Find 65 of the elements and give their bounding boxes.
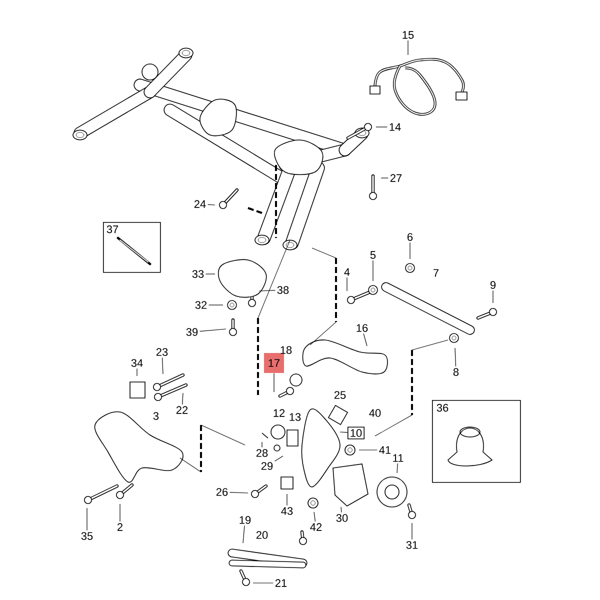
callout-number: 8 — [453, 368, 459, 376]
highlighted-callout: 17 — [264, 353, 284, 373]
leader-line — [346, 277, 348, 292]
leader-line — [372, 260, 374, 282]
callout-number: 3 — [153, 412, 159, 420]
leader-line — [314, 512, 316, 522]
leader-line — [340, 506, 342, 513]
callout-number: 22 — [176, 406, 188, 414]
callout-number: 41 — [379, 446, 391, 454]
callout-number: 23 — [156, 348, 168, 356]
callout-number: 11 — [393, 454, 404, 462]
leader-line — [286, 494, 288, 506]
leader-line — [208, 204, 216, 206]
leader-line — [340, 432, 348, 433]
callout-number: 18 — [280, 346, 292, 354]
leader-line — [86, 508, 88, 531]
callout-number: 38 — [277, 286, 289, 294]
callout-number: 13 — [290, 413, 301, 421]
callout-number: 42 — [310, 523, 322, 531]
callout-number: 16 — [356, 324, 368, 332]
callout-number: 35 — [81, 532, 93, 540]
callout-number: 12 — [274, 409, 285, 417]
callout-number: 27 — [390, 174, 402, 182]
leader-line — [396, 463, 398, 474]
leader-line — [492, 290, 494, 304]
callout-number: 5 — [370, 251, 376, 259]
callout-number: 2 — [118, 523, 122, 531]
callout-number: 19 — [240, 516, 251, 524]
leader-line — [376, 126, 388, 128]
callout-number: 21 — [275, 579, 287, 587]
callout-number: 28 — [256, 449, 268, 457]
callout-number: 15 — [402, 31, 414, 39]
leader-line — [252, 582, 274, 584]
callout-number: 29 — [261, 462, 273, 470]
leader-line — [363, 333, 368, 346]
boxed-callout: 10 — [347, 426, 365, 440]
callout-number: 43 — [281, 507, 293, 515]
callout-number: 25 — [334, 391, 346, 399]
callout-number: 24 — [194, 200, 206, 208]
callout-number: 14 — [390, 123, 401, 131]
callout-number: 7 — [434, 269, 439, 277]
leader-line — [136, 368, 138, 376]
callout-number: 31 — [406, 541, 418, 549]
callout-number: 32 — [195, 301, 207, 309]
callout-number: 6 — [408, 233, 413, 241]
leader-line — [200, 328, 226, 332]
leader-line — [162, 357, 164, 374]
leader-line — [258, 290, 276, 292]
callout-number: 39 — [186, 328, 198, 336]
callout-number: 9 — [490, 281, 496, 289]
leader-line — [274, 456, 284, 462]
inset-box: 37 — [103, 222, 161, 273]
callout-number: 26 — [216, 488, 228, 496]
callout-number: 30 — [336, 514, 348, 522]
leader-line — [182, 392, 184, 405]
callout-number: 4 — [344, 268, 350, 276]
leader-line — [454, 348, 456, 367]
leader-line — [208, 304, 224, 306]
inset-box: 36 — [432, 400, 521, 483]
callout-number: 33 — [192, 270, 204, 278]
leader-line — [242, 525, 245, 544]
leader-line — [230, 492, 248, 494]
callout-number: 20 — [256, 531, 268, 539]
callout-number: 34 — [131, 359, 143, 367]
callout-number: 40 — [369, 409, 381, 417]
